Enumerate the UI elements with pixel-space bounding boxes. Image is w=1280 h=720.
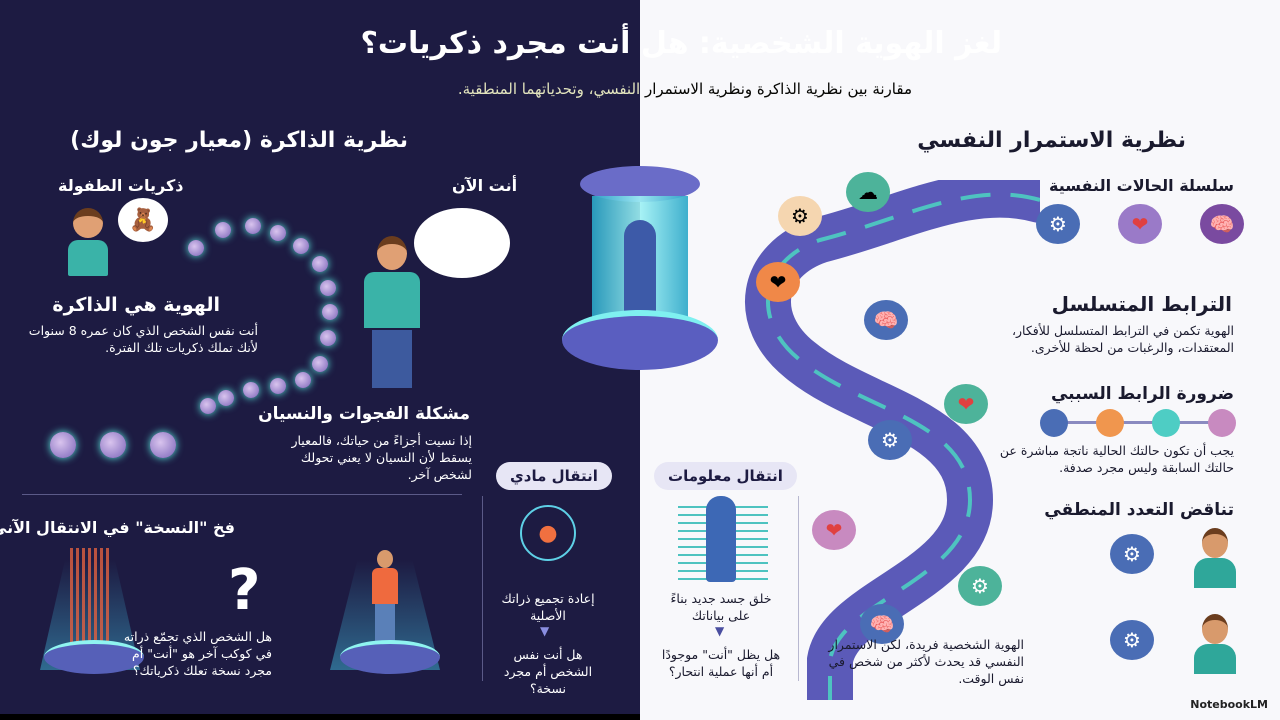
copy-trap-heading: فخ "النسخة" في الانتقال الآني — [0, 518, 235, 537]
teddy-bear-thought-icon: 🧸 — [118, 198, 168, 242]
brain-icon: 🧠 — [860, 604, 904, 644]
memory-bead — [215, 222, 231, 238]
causal-chain-line — [1050, 421, 1214, 424]
memory-bead — [50, 432, 76, 458]
gaps-heading: مشكلة الفجوات والنسيان — [258, 404, 470, 424]
physical-transfer-pill: انتقال مادي — [496, 462, 612, 490]
notebooklm-watermark: NotebookLM — [1190, 698, 1268, 711]
page-title-text: لغز الهوية الشخصية: هل أنت مجرد ذكريات؟ — [360, 26, 1002, 61]
question-mark-icon: ? — [228, 558, 261, 623]
heart-icon: ❤ — [756, 262, 800, 302]
bottom-edge — [0, 714, 640, 720]
heart-icon: ❤ — [1118, 204, 1162, 244]
causal-node — [1040, 409, 1068, 437]
memory-bead — [320, 280, 336, 296]
multi-text: الهوية الشخصية فريدة، لكن الاستمرار النف… — [828, 637, 1024, 686]
memory-bead — [270, 378, 286, 394]
causal-node — [1152, 409, 1180, 437]
section-divider — [482, 496, 483, 681]
memory-theory-title: نظرية الذاكرة (معيار جون لوك) — [70, 128, 408, 153]
memory-bead — [245, 218, 261, 234]
memory-bead — [312, 356, 328, 372]
arrow-down-icon: ▼ — [540, 624, 550, 638]
info-transfer-pill: انتقال معلومات — [654, 462, 797, 490]
physical-transfer-question: هل أنت نفس الشخص أم مجرد نسخة؟ — [503, 647, 593, 696]
gears-icon: ⚙ — [1110, 620, 1154, 660]
psych-theory-title: نظرية الاستمرار النفسي — [917, 128, 1186, 153]
dissolving-person-icon — [70, 548, 110, 648]
thought-bubble-icon: ☁ — [846, 172, 890, 212]
copied-person-icon — [372, 550, 398, 650]
gears-icon: ⚙ — [778, 196, 822, 236]
causal-node — [1096, 409, 1124, 437]
causal-heading: ضرورة الرابط السببي — [1050, 384, 1234, 404]
gears-icon: ⚙ — [958, 566, 1002, 606]
teleport-pad — [340, 640, 440, 674]
data-person-icon — [706, 496, 736, 582]
teleporter-pod-icon — [562, 160, 718, 380]
brain-icon: 🧠 — [864, 300, 908, 340]
arrow-down-icon: ▼ — [715, 624, 725, 638]
person-avatar-icon — [1194, 614, 1236, 680]
multi-heading: تناقض التعدد المنطقي — [1044, 500, 1234, 520]
now-label: أنت الآن — [452, 176, 518, 195]
memory-thought-bubble-icon — [414, 208, 510, 278]
link-heading: الترابط المتسلسل — [1051, 292, 1232, 316]
page-subtitle: مقارنة بين نظرية الذاكرة ونظرية الاستمرا… — [457, 80, 912, 98]
page-title: لغز الهوية الشخصية: هل أنت مجرد ذكريات؟ — [242, 26, 1002, 61]
atom-icon: ● — [520, 505, 576, 561]
child-figure-icon — [66, 208, 110, 278]
identity-heading: الهوية هي الذاكرة — [52, 294, 220, 316]
memory-bead — [100, 432, 126, 458]
section-divider — [22, 494, 462, 495]
memory-bead — [312, 256, 328, 272]
gears-icon: ⚙ — [1036, 204, 1080, 244]
heart-icon: ❤ — [812, 510, 856, 550]
gears-icon: ⚙ — [1110, 534, 1154, 574]
psych-theory-panel — [640, 0, 1280, 720]
chain-heading: سلسلة الحالات النفسية — [1049, 176, 1234, 195]
info-transfer-question: هل يظل "أنت" موجودًا أم أنها عملية انتحا… — [661, 647, 781, 679]
causal-text: يجب أن تكون حالتك الحالية ناتجة مباشرة ع… — [999, 443, 1234, 475]
person-avatar-icon — [1194, 528, 1236, 594]
memory-bead — [322, 304, 338, 320]
memory-bead — [150, 432, 176, 458]
gaps-text: إذا نسيت أجزاءً من حياتك، فالمعيار يسقط … — [291, 433, 472, 482]
memory-bead — [218, 390, 234, 406]
adult-figure-icon — [362, 236, 422, 392]
childhood-label: ذكريات الطفولة — [58, 176, 184, 195]
heart-icon: ❤ — [944, 384, 988, 424]
physical-transfer-text: إعادة تجميع ذراتك الأصلية — [501, 591, 595, 623]
psych-road — [745, 180, 1040, 700]
memory-bead — [293, 238, 309, 254]
memory-bead — [295, 372, 311, 388]
memory-bead — [270, 225, 286, 241]
identity-text: أنت نفس الشخص الذي كان عمره 8 سنوات لأنك… — [28, 323, 258, 355]
memory-bead — [188, 240, 204, 256]
memory-bead — [243, 382, 259, 398]
gears-icon: ⚙ — [868, 420, 912, 460]
memory-bead — [320, 330, 336, 346]
teleport-pad — [44, 640, 144, 674]
causal-node — [1208, 409, 1236, 437]
copy-trap-text: هل الشخص الذي تجمّع ذراته في كوكب آخر هو… — [123, 629, 272, 678]
brain-icon: 🧠 — [1200, 204, 1244, 244]
link-text: الهوية تكمن في الترابط المتسلسل للأفكار،… — [1011, 323, 1234, 355]
section-divider — [798, 496, 799, 681]
info-transfer-text: خلق جسد جديد بناءً على بياناتك — [670, 591, 772, 623]
memory-bead — [200, 398, 216, 414]
